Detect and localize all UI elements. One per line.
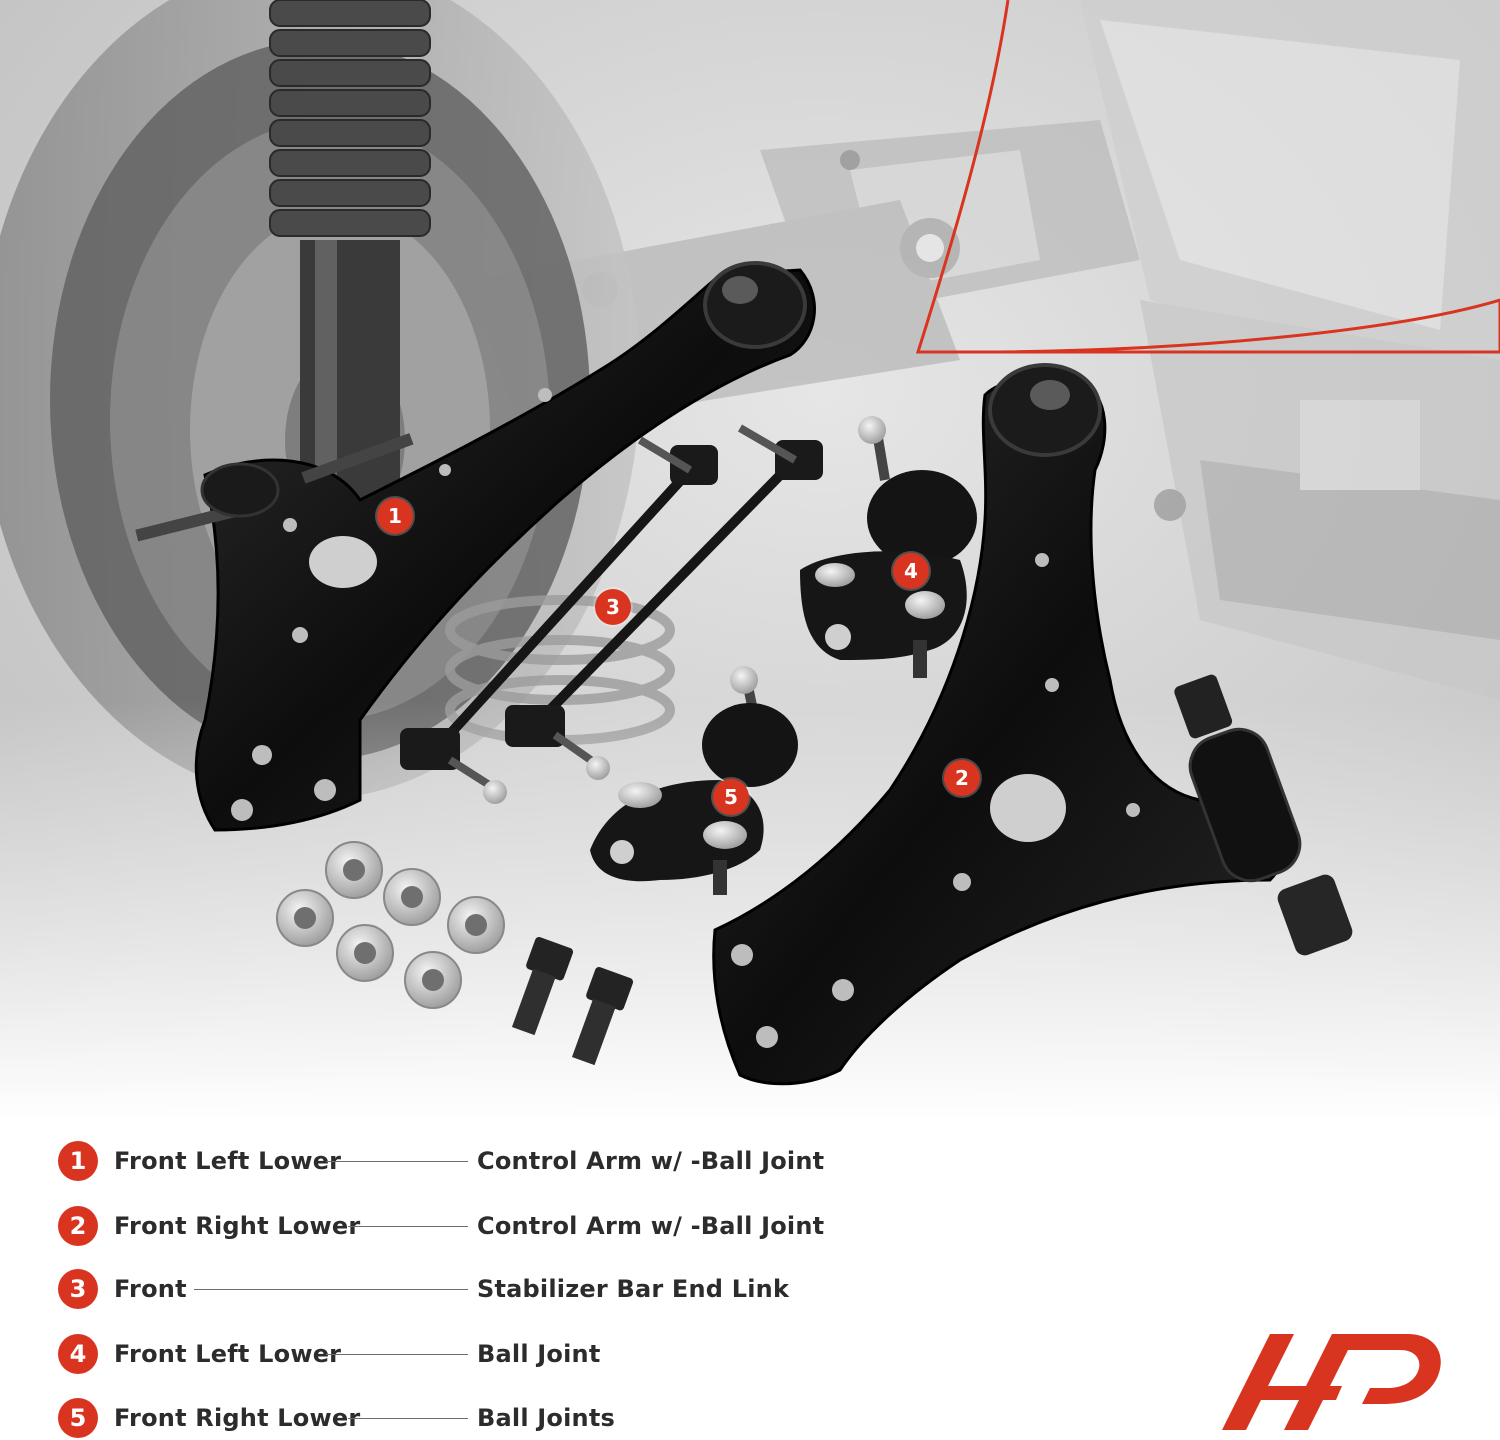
legend-row: 5 Front Right Lower Ball Joints xyxy=(58,1396,958,1440)
nut xyxy=(447,896,505,954)
leader-line xyxy=(194,1289,468,1290)
parts-legend: 1 Front Left Lower Control Arm w/ -Ball … xyxy=(0,1120,1500,1440)
legend-position-label: Front Left Lower xyxy=(114,1147,342,1175)
nut xyxy=(383,868,441,926)
legend-number-badge: 3 xyxy=(58,1269,98,1309)
leader-line xyxy=(326,1354,468,1355)
legend-part-label: Stabilizer Bar End Link xyxy=(477,1275,790,1303)
product-scene: 1 2 3 4 5 xyxy=(0,0,1500,1120)
legend-position-label: Front xyxy=(114,1275,187,1303)
legend-number-badge: 1 xyxy=(58,1141,98,1181)
callout-badge-3: 3 xyxy=(595,589,631,625)
legend-number-badge: 4 xyxy=(58,1334,98,1374)
callout-badge-1: 1 xyxy=(377,498,413,534)
leader-line xyxy=(326,1161,468,1162)
nut xyxy=(336,924,394,982)
legend-row: 1 Front Left Lower Control Arm w/ -Ball … xyxy=(58,1139,958,1183)
stabilizer-bar-end-links xyxy=(400,424,823,804)
bolt xyxy=(571,967,634,1066)
legend-position-label: Front Left Lower xyxy=(114,1340,342,1368)
legend-part-label: Ball Joints xyxy=(477,1404,615,1432)
legend-part-label: Ball Joint xyxy=(477,1340,601,1368)
a-premium-logo-icon xyxy=(1222,1326,1447,1430)
leader-line xyxy=(348,1418,468,1419)
legend-number-badge: 2 xyxy=(58,1206,98,1246)
nut xyxy=(325,841,383,899)
callout-badge-5: 5 xyxy=(713,779,749,815)
legend-position-label: Front Right Lower xyxy=(114,1404,361,1432)
legend-part-label: Control Arm w/ -Ball Joint xyxy=(477,1147,825,1175)
legend-row: 2 Front Right Lower Control Arm w/ -Ball… xyxy=(58,1204,958,1248)
bolt xyxy=(511,937,574,1036)
nut xyxy=(404,951,462,1009)
scene-illustration xyxy=(0,0,1500,1120)
hardware-nuts xyxy=(276,841,505,1009)
legend-number-badge: 5 xyxy=(58,1398,98,1438)
legend-position-label: Front Right Lower xyxy=(114,1212,361,1240)
legend-row: 4 Front Left Lower Ball Joint xyxy=(58,1332,958,1376)
legend-part-label: Control Arm w/ -Ball Joint xyxy=(477,1212,825,1240)
chassis-frame xyxy=(470,0,1500,700)
legend-row: 3 Front Stabilizer Bar End Link xyxy=(58,1267,958,1311)
nut xyxy=(276,889,334,947)
callout-badge-4: 4 xyxy=(893,553,929,589)
front-left-lower-control-arm xyxy=(135,261,816,832)
callout-badge-2: 2 xyxy=(944,760,980,796)
leader-line xyxy=(348,1226,468,1227)
hardware-bolts xyxy=(511,937,634,1066)
front-right-lower-control-arm xyxy=(712,363,1353,1086)
